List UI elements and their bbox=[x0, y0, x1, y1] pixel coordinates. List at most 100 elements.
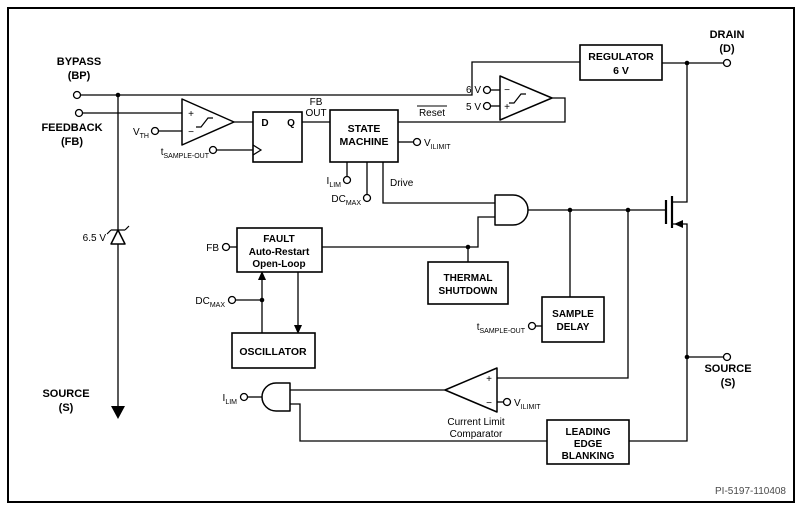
state-machine-block bbox=[329, 109, 399, 163]
wire-reset bbox=[398, 97, 566, 123]
feedback-label: FEEDBACK bbox=[41, 122, 102, 134]
ref-5v-label: 5 V bbox=[466, 102, 481, 113]
ilim-node-sm bbox=[342, 175, 352, 185]
mosfet-arrow bbox=[674, 220, 683, 228]
clc-caption-2: Comparator bbox=[450, 429, 503, 440]
hysteresis-icon bbox=[509, 93, 526, 104]
drain-pin-label: (D) bbox=[719, 43, 735, 55]
drain-label: DRAIN bbox=[710, 29, 745, 41]
clock-triangle-icon bbox=[252, 144, 263, 156]
vilimit-node-sm bbox=[412, 137, 422, 147]
bypass-comp-minus-sign: − bbox=[504, 85, 510, 96]
arrow-into-fault bbox=[258, 271, 266, 280]
tsample-node-sample-delay bbox=[527, 321, 537, 331]
state-machine-label-1: STATE bbox=[348, 123, 381, 135]
clc-plus-sign: + bbox=[486, 374, 492, 385]
current-limit-comparator bbox=[444, 367, 498, 413]
junction-bypass-rail bbox=[115, 92, 121, 98]
sample-delay-label-1: SAMPLE bbox=[552, 309, 594, 320]
vth-base: V bbox=[133, 127, 140, 138]
wire-fault-to-and bbox=[322, 216, 495, 248]
sample-delay-block bbox=[541, 296, 605, 343]
junction-gate-sense bbox=[625, 207, 631, 213]
dcmax-node-fault bbox=[227, 295, 237, 305]
state-machine-label-2: MACHINE bbox=[340, 136, 389, 148]
wire-leb-to-and2 bbox=[290, 403, 547, 442]
diagram-frame bbox=[7, 7, 795, 503]
regulator-voltage-label: 6 V bbox=[613, 65, 629, 77]
bypass-pin bbox=[72, 90, 82, 100]
tsample-label-sample-delay: tSAMPLE-OUT bbox=[477, 322, 526, 335]
feedback-pin-label: (FB) bbox=[61, 136, 83, 148]
junction-thermal bbox=[465, 244, 471, 250]
feedback-comparator bbox=[181, 98, 235, 146]
arrow-into-oscillator bbox=[294, 325, 302, 334]
wire-bypass-to-regulator bbox=[81, 61, 580, 96]
zener-voltage-label: 6.5 V bbox=[83, 233, 107, 244]
clc-minus-sign: − bbox=[486, 398, 492, 409]
current-limit-and-gate bbox=[261, 382, 291, 412]
source-right-label: SOURCE bbox=[704, 363, 751, 375]
source-left-pin-label: (S) bbox=[59, 402, 74, 414]
part-number: PI-5197-110408 bbox=[715, 486, 786, 497]
source-arrow bbox=[111, 406, 125, 419]
ff-q-label: Q bbox=[287, 118, 295, 129]
gate-drive-and-gate bbox=[494, 194, 529, 226]
reset-label: Reset bbox=[419, 108, 445, 119]
bypass-comparator bbox=[499, 75, 553, 121]
leb-label-3: BLANKING bbox=[562, 451, 615, 462]
dcmax-label-fault: DCMAX bbox=[195, 296, 225, 309]
vilimit-label-sm: VILIMIT bbox=[424, 138, 451, 151]
leading-edge-blanking-block bbox=[546, 419, 630, 465]
fault-label-2: Auto-Restart bbox=[249, 247, 310, 258]
fb-node-fault bbox=[221, 242, 231, 252]
wire-drain-lead bbox=[673, 62, 723, 203]
ref-6v-node bbox=[482, 85, 492, 95]
fault-block bbox=[236, 227, 323, 273]
tsample-label-ff: tSAMPLE-OUT bbox=[161, 147, 210, 160]
fb-out-label-1: FB bbox=[310, 97, 323, 108]
fault-label-3: Open-Loop bbox=[252, 259, 305, 270]
ilim-node-and2 bbox=[239, 392, 249, 402]
d-flipflop-block bbox=[252, 111, 303, 163]
thermal-label-1: THERMAL bbox=[444, 273, 493, 284]
hysteresis-icon bbox=[196, 117, 213, 128]
vth-label: VTH bbox=[133, 127, 149, 140]
regulator-block bbox=[579, 44, 663, 81]
bypass-label: BYPASS bbox=[57, 56, 101, 68]
junction-dcmax-fault bbox=[259, 297, 265, 303]
ff-d-label: D bbox=[261, 118, 268, 129]
junction-source bbox=[684, 354, 690, 360]
leb-label-1: LEADING bbox=[566, 427, 611, 438]
bypass-pin-label: (BP) bbox=[68, 70, 91, 82]
clc-caption-1: Current Limit bbox=[447, 417, 504, 428]
oscillator-label: OSCILLATOR bbox=[239, 346, 307, 358]
vth-sub: TH bbox=[140, 133, 149, 140]
comp1-plus-sign: + bbox=[188, 109, 194, 120]
oscillator-block bbox=[231, 332, 316, 369]
junction-sample-feed bbox=[567, 207, 573, 213]
thermal-label-2: SHUTDOWN bbox=[439, 286, 498, 297]
feedback-pin bbox=[74, 108, 84, 118]
drain-pin bbox=[722, 58, 732, 68]
dcmax-label-sm: DCMAX bbox=[331, 194, 361, 207]
tsample-node-ff bbox=[208, 145, 218, 155]
leb-label-2: EDGE bbox=[574, 439, 603, 450]
wire-clc-plus-sense bbox=[497, 210, 629, 379]
zener-diode bbox=[110, 229, 126, 245]
ilim-label-sm: ILIM bbox=[327, 176, 342, 189]
drive-label: Drive bbox=[390, 178, 414, 189]
thermal-shutdown-block bbox=[427, 261, 509, 305]
source-right-pin-label: (S) bbox=[721, 377, 736, 389]
sample-delay-label-2: DELAY bbox=[557, 322, 590, 333]
source-pin bbox=[722, 352, 732, 362]
fb-out-label-2: OUT bbox=[305, 108, 326, 119]
source-left-label: SOURCE bbox=[42, 388, 89, 400]
regulator-label: REGULATOR bbox=[588, 51, 654, 63]
comp1-minus-sign: − bbox=[188, 127, 194, 138]
vilimit-label-clc: VILIMIT bbox=[514, 398, 541, 411]
wire-drive bbox=[382, 162, 495, 204]
bypass-comp-plus-sign: + bbox=[504, 102, 510, 113]
